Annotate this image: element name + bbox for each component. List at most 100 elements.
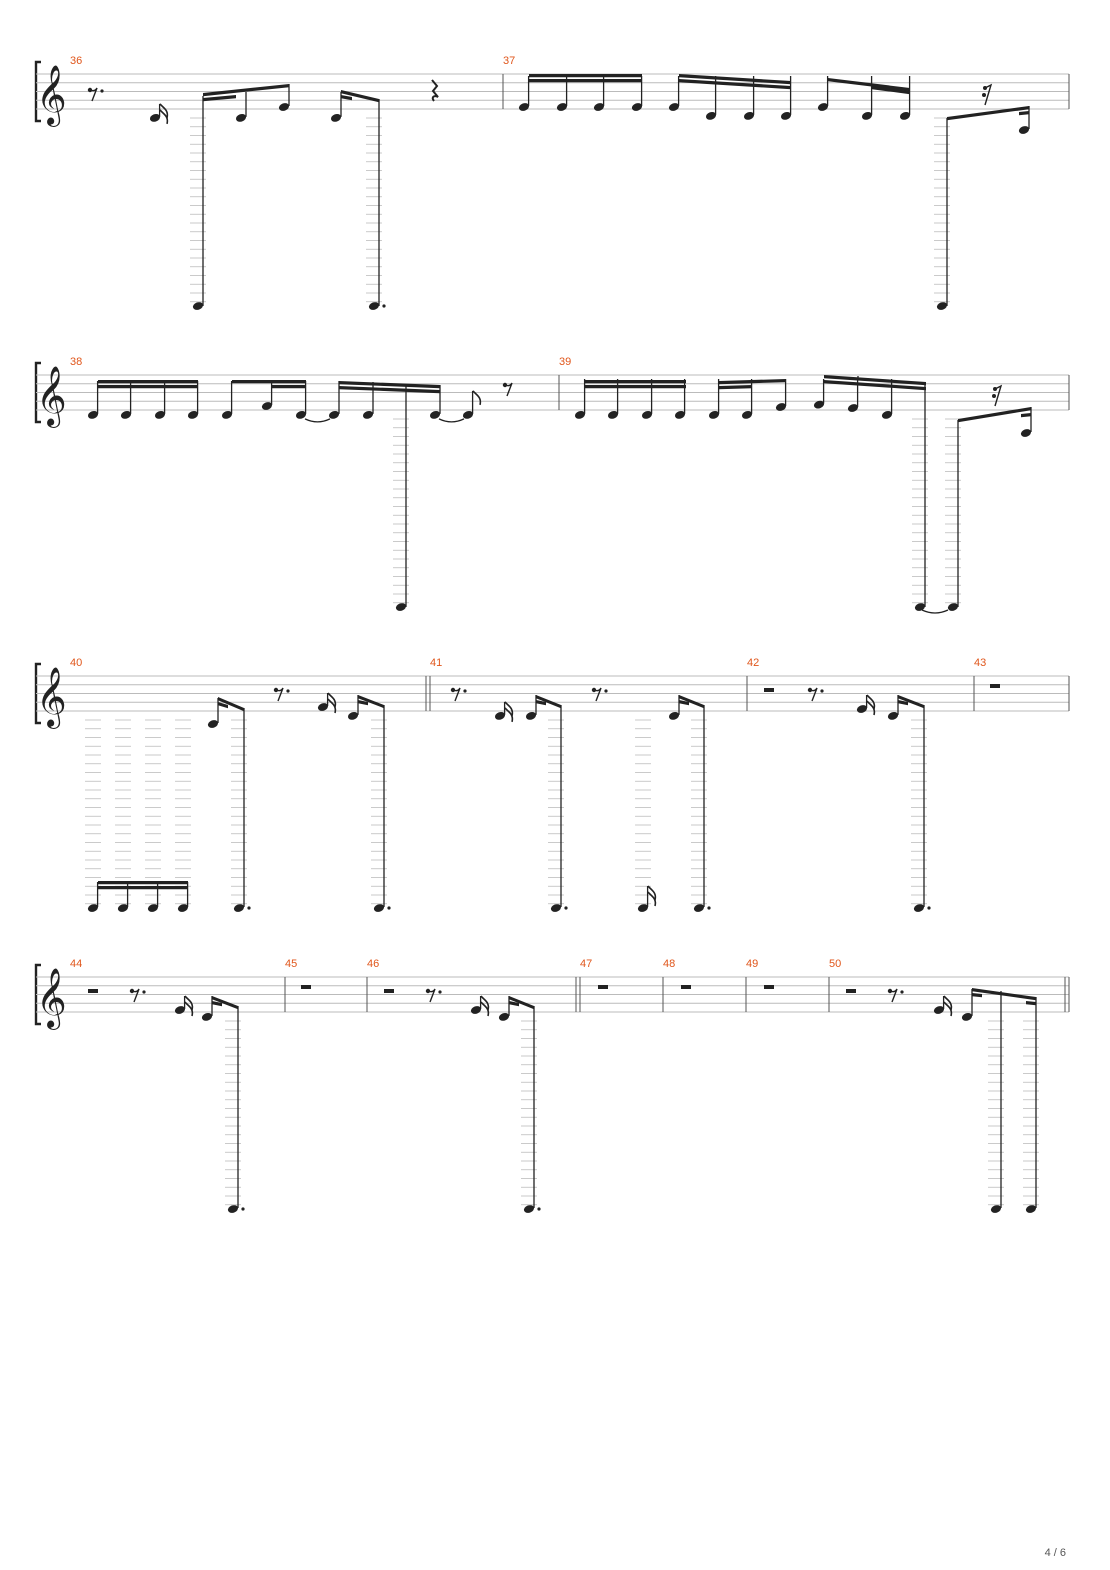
note-head (177, 904, 189, 912)
beam (679, 700, 689, 706)
treble-clef-icon: 𝄞 (36, 968, 67, 1030)
note-head (525, 711, 537, 720)
tie (921, 609, 949, 614)
note-head (147, 904, 159, 912)
half-rest (384, 989, 394, 993)
note-head (1020, 429, 1032, 437)
note-head (668, 103, 680, 111)
note-head (201, 1012, 213, 1021)
augmentation-dot (100, 89, 104, 93)
note-head (674, 410, 686, 419)
note-head (550, 904, 562, 912)
beam (212, 1001, 222, 1007)
augmentation-dot (247, 906, 251, 910)
augmentation-dot (537, 1207, 541, 1211)
note-flag (480, 1001, 490, 1017)
note-head (1025, 1205, 1037, 1213)
beam (719, 379, 786, 385)
note-head (117, 904, 129, 912)
note-head (856, 705, 868, 713)
beam (947, 106, 1029, 121)
treble-clef-icon: 𝄞 (36, 366, 67, 428)
note-head (668, 711, 680, 720)
augmentation-dot (900, 990, 904, 994)
whole-rest (598, 985, 608, 989)
measure-number: 50 (829, 958, 841, 970)
beam (536, 695, 561, 709)
beam (679, 695, 704, 709)
note-head (887, 711, 899, 720)
sixteenth-rest-head (992, 394, 996, 398)
note-head (936, 302, 948, 310)
measure-notes (85, 684, 1000, 912)
treble-clef-icon: 𝄞 (36, 65, 67, 127)
beam (529, 79, 642, 83)
note-head (295, 410, 307, 419)
beam (585, 380, 686, 384)
note-head (607, 410, 619, 419)
note-head (233, 904, 245, 912)
note-head (641, 410, 653, 419)
eighth-rest (452, 687, 461, 702)
beam (972, 988, 1036, 1001)
note-head (235, 113, 247, 122)
note-flag (327, 698, 337, 714)
note-head (813, 400, 825, 409)
beam (98, 881, 188, 885)
beam (339, 386, 440, 394)
note-flag (504, 701, 514, 717)
eighth-rest (131, 988, 140, 1003)
note-head (947, 603, 959, 611)
beam (529, 74, 642, 78)
eighth-rest (593, 687, 602, 702)
beam (824, 375, 926, 386)
measure-notes (87, 375, 1032, 614)
note-head (187, 410, 199, 419)
note-head (637, 904, 649, 912)
note-head (494, 711, 506, 720)
note-head (347, 711, 359, 720)
note-head (368, 302, 380, 310)
note-head (556, 103, 568, 111)
note-flag (866, 694, 876, 710)
augmentation-dot (241, 1207, 245, 1211)
beam (898, 695, 924, 709)
note-head (174, 1006, 186, 1014)
note-flag (327, 692, 337, 708)
note-head (261, 402, 273, 410)
augmentation-dot (463, 689, 467, 693)
whole-rest (681, 985, 691, 989)
beam (218, 702, 228, 709)
note-head (817, 103, 829, 111)
note-head (154, 410, 166, 419)
note-flag (472, 390, 482, 406)
note-head (518, 103, 530, 111)
beam (358, 700, 368, 706)
note-flag (943, 995, 953, 1011)
note-head (574, 410, 586, 419)
sixteenth-rest-head (982, 93, 986, 97)
measure-notes (88, 985, 1039, 1213)
eighth-rest (275, 687, 284, 702)
note-flag (184, 995, 194, 1011)
whole-rest (301, 985, 311, 989)
measure-number: 49 (746, 958, 758, 970)
beam (98, 886, 188, 890)
half-rest (846, 989, 856, 993)
note-head (149, 113, 161, 122)
note-flag (866, 700, 876, 716)
eighth-rest (427, 988, 436, 1003)
note-flag (647, 885, 657, 901)
beam (872, 86, 910, 95)
beam (98, 385, 198, 389)
eighth-rest (89, 87, 98, 102)
half-rest (764, 688, 774, 692)
tie (438, 418, 465, 423)
measure-number: 43 (974, 657, 986, 669)
note-head (362, 410, 374, 419)
note-head (87, 410, 99, 419)
